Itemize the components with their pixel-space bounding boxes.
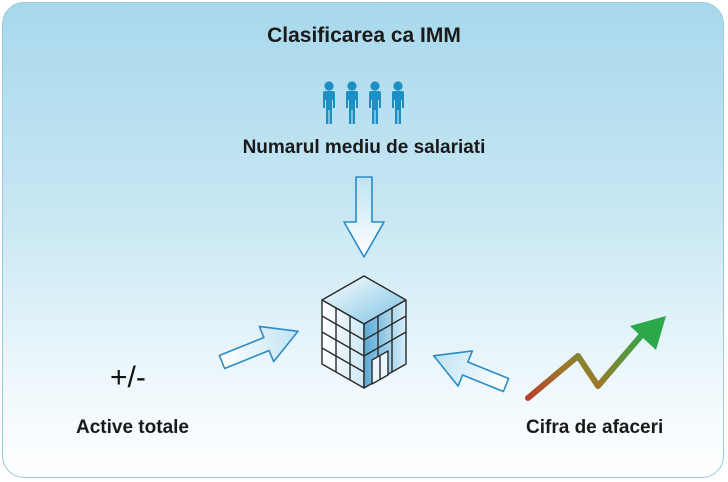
person-icon [323,81,335,124]
arrow-right-icon [218,325,299,370]
criterion-assets-label: Active totale [76,417,189,438]
criterion-employees-label: Numarul mediu de salariati [242,137,486,158]
criterion-turnover-label: Cifra de afaceri [526,417,664,438]
people-group-icon [323,81,404,124]
person-icon [392,81,404,124]
diagram-title: Clasificarea ca IMM [267,24,461,47]
person-icon [346,81,358,124]
arrow-down-icon [343,176,385,258]
assets-plus-minus-symbol: +/- [110,361,146,394]
person-icon [369,81,381,124]
growth-arrow-icon [525,316,666,401]
building-cube-icon [321,275,407,389]
arrow-left-icon [432,350,510,393]
